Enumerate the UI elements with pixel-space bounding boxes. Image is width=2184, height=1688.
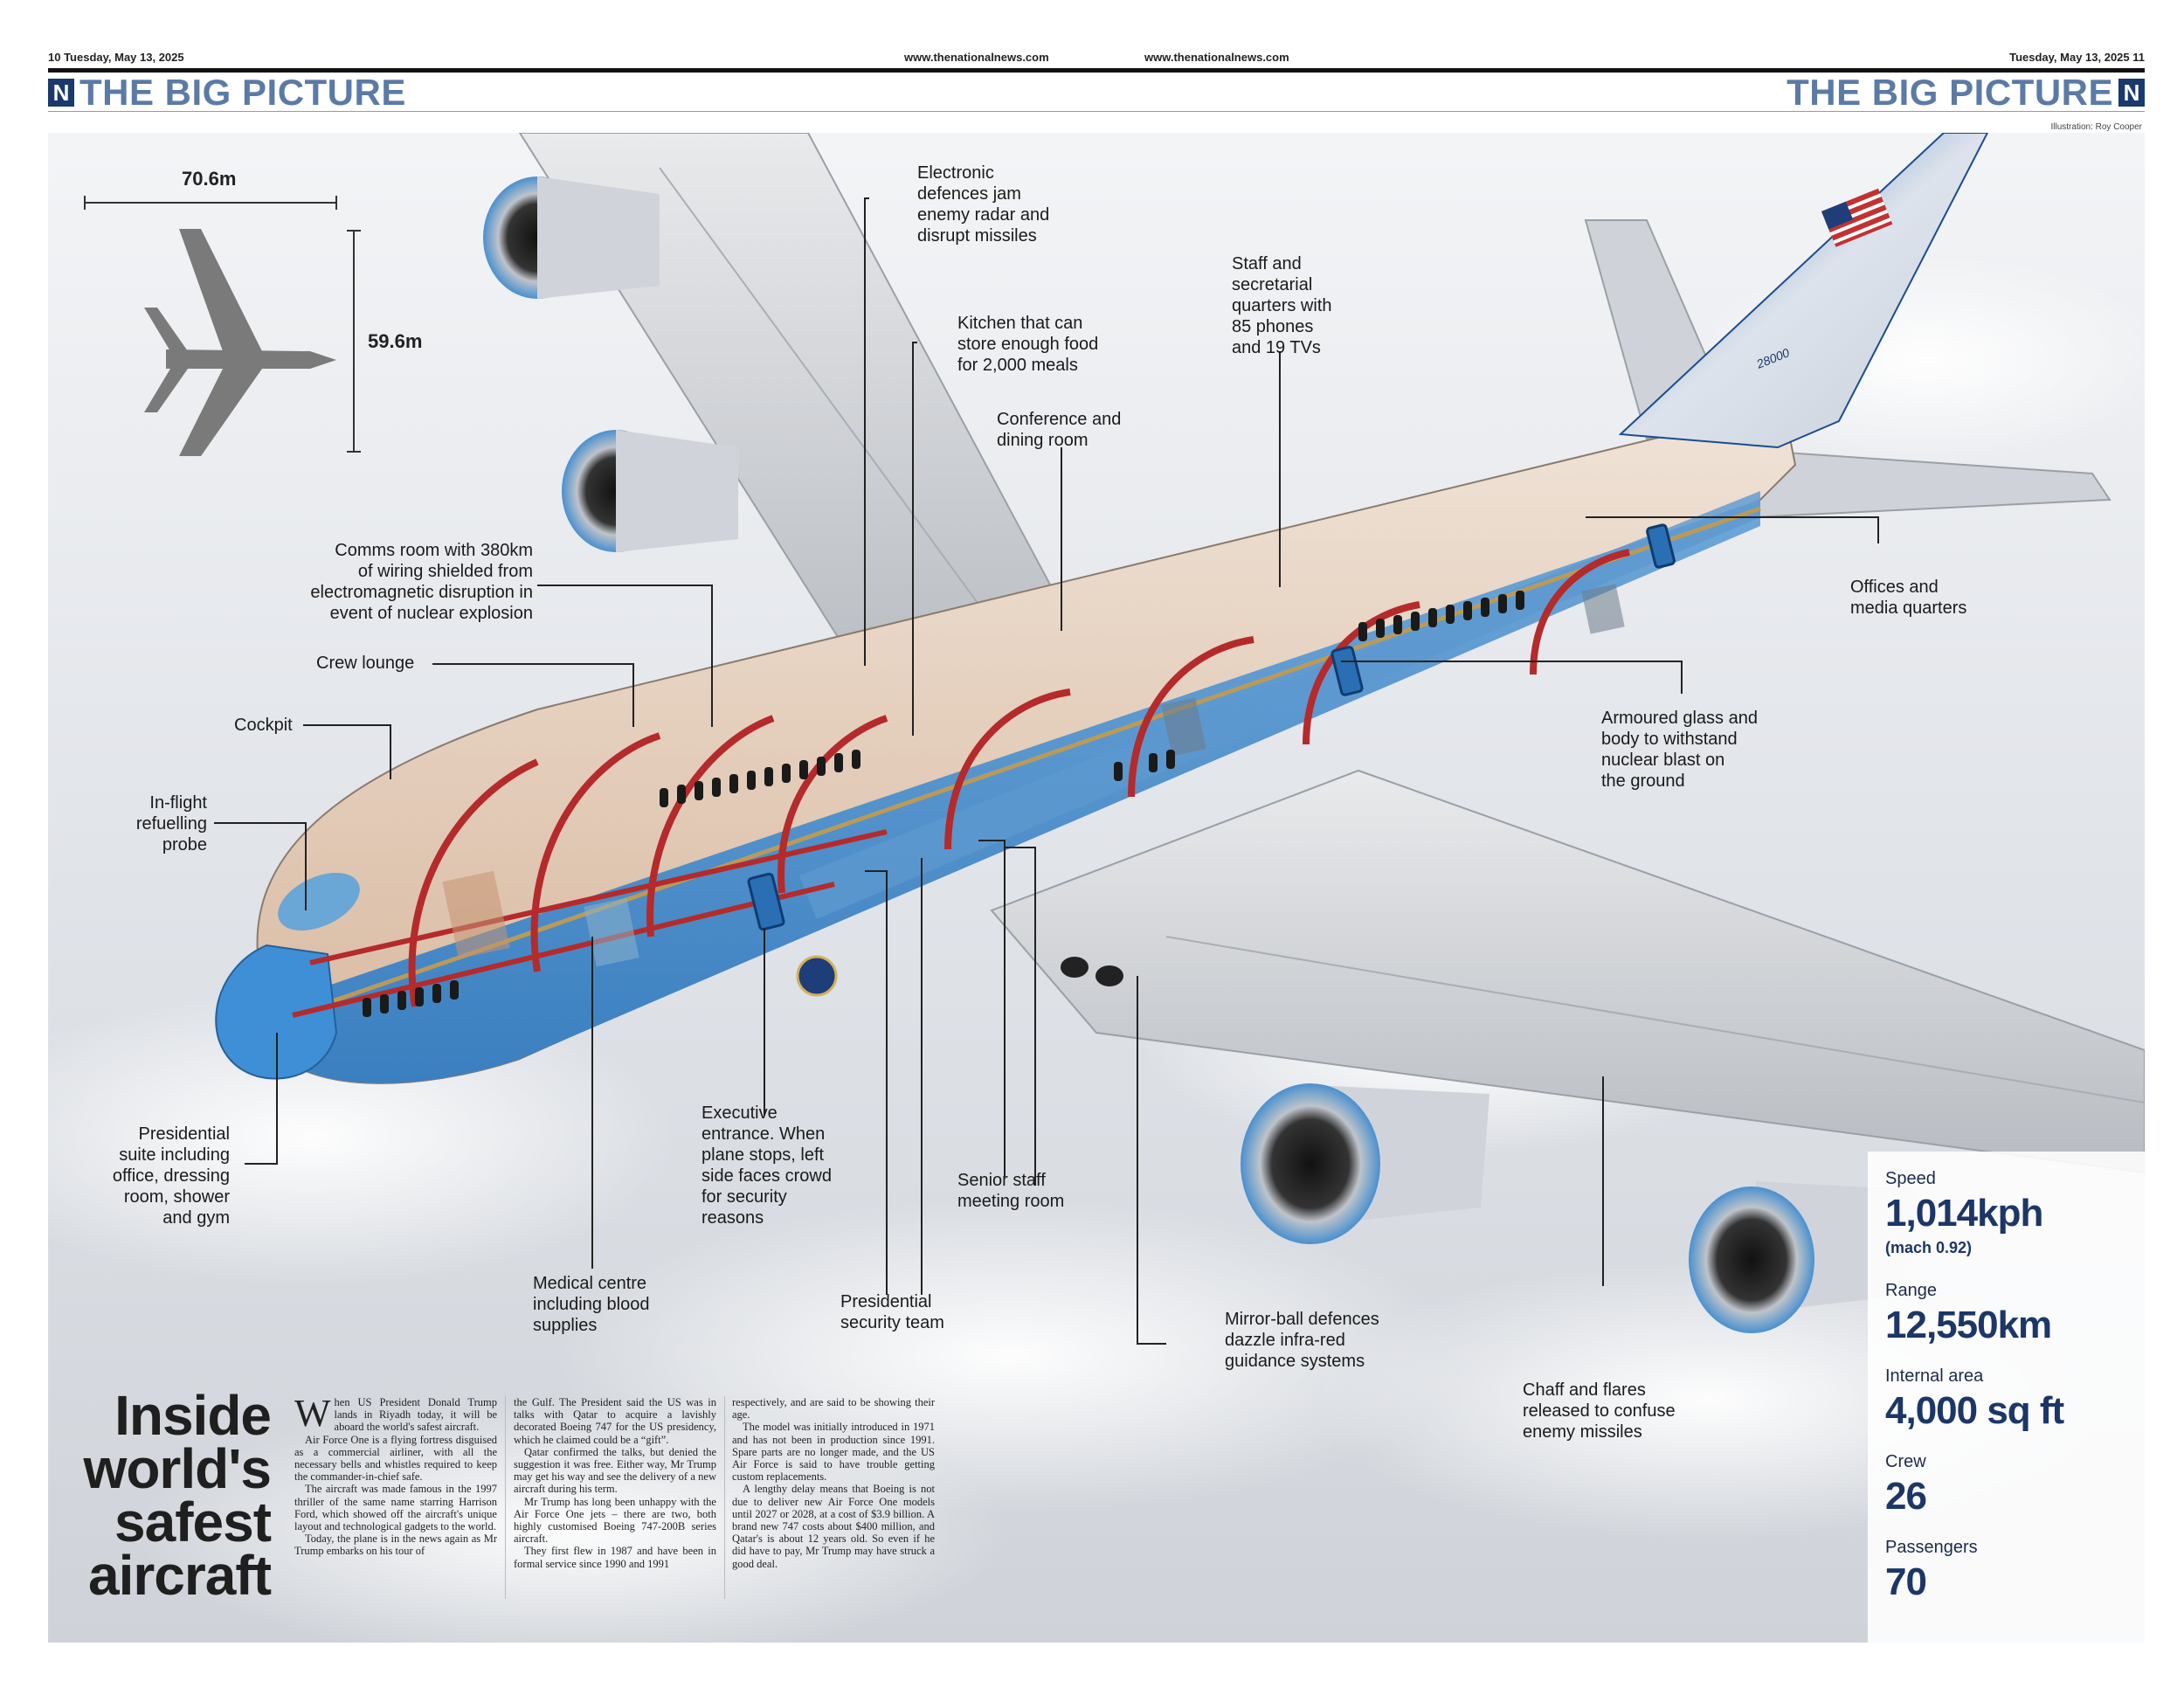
article-paragraph: Mr Trump has long been unhappy with the …	[514, 1495, 716, 1546]
national-logo-icon: N	[2118, 79, 2145, 107]
article-paragraph: Air Force One is a flying fortress disgu…	[294, 1433, 497, 1484]
column-divider	[505, 1396, 506, 1599]
article-paragraph: The model was initially introduced in 19…	[732, 1421, 935, 1484]
callout-crew-lounge: Crew lounge	[316, 654, 415, 673]
article-paragraph: The aircraft was made famous in the 1997…	[294, 1483, 497, 1533]
callout-senior-staff: Senior staff meeting room	[957, 1171, 1065, 1211]
stat-label-passengers: Passengers	[1885, 1538, 1978, 1557]
illustration-credit: Illustration: Roy Cooper	[2050, 122, 2143, 132]
aircraft-cutaway-graphic	[48, 133, 2145, 1643]
article-paragraph: Qatar confirmed the talks, but denied th…	[514, 1445, 716, 1496]
header-rule	[48, 68, 2145, 73]
callout-presidential-suite: Presidential suite including office, dre…	[112, 1124, 230, 1228]
callout-refuelling-probe: In-flight refuelling probe	[135, 793, 207, 854]
article-paragraph: respectively, and are said to be showing…	[732, 1396, 935, 1422]
callout-chaff-flares: Chaff and flares released to confuse ene…	[1523, 1380, 1676, 1442]
article-column-3: respectively, and are said to be showing…	[732, 1396, 935, 1570]
stat-value-speed: 1,014kph	[1885, 1192, 2043, 1235]
article-paragraph: They first flew in 1987 and have been in…	[514, 1545, 716, 1570]
height-dimension: 59.6m	[368, 330, 423, 352]
length-dimension: 70.6m	[182, 168, 237, 190]
section-title-left: THE BIG PICTURE	[79, 72, 406, 113]
section-header-right: THE BIG PICTURE N	[1787, 72, 2145, 113]
stat-label-crew: Crew	[1885, 1452, 1926, 1471]
article-column-2: the Gulf. The President said the US was …	[514, 1396, 716, 1570]
article-paragraph: Today, the plane is in the news again as…	[294, 1532, 497, 1558]
right-folio: Tuesday, May 13, 2025 11	[2009, 51, 2145, 64]
article-dropcap: W	[294, 1392, 331, 1435]
stat-value-area: 4,000 sq ft	[1885, 1389, 2064, 1432]
stat-label-speed: Speed	[1885, 1169, 1936, 1188]
callout-offices-media: Offices and media quarters	[1850, 578, 1967, 618]
callout-security-team: Presidential security team	[840, 1292, 944, 1332]
center-url-right[interactable]: www.thenationalnews.com	[1144, 51, 1289, 64]
stat-sub-speed: (mach 0.92)	[1885, 1239, 1973, 1256]
callout-armoured-glass: Armoured glass and body to withstand nuc…	[1601, 709, 1758, 791]
article-column-1: W hen US President Donald Trump lands in…	[294, 1392, 497, 1558]
article-paragraph: A lengthy delay means that Boeing is not…	[732, 1483, 935, 1570]
article-paragraph: the Gulf. The President said the US was …	[514, 1396, 716, 1446]
section-header-left: N THE BIG PICTURE	[48, 72, 406, 113]
stats-panel: Speed 1,014kph (mach 0.92) Range 12,550k…	[1868, 1152, 2145, 1643]
header-underline	[48, 111, 2145, 112]
column-divider	[724, 1396, 725, 1599]
engine-lower-1	[1241, 1083, 1489, 1244]
callout-medical-centre: Medical centre including blood supplies	[533, 1274, 650, 1335]
callout-cockpit: Cockpit	[234, 716, 293, 735]
article-headline: Inside world's safest aircraft	[83, 1384, 272, 1607]
stat-value-range: 12,550km	[1885, 1304, 2052, 1346]
stat-label-range: Range	[1885, 1281, 1937, 1300]
aircraft-illustration: 70.6m 59.6m 28000 Electronic defences ja…	[48, 133, 2145, 1643]
section-title-right: THE BIG PICTURE	[1787, 72, 2113, 113]
callout-mirror-ball: Mirror-ball defences dazzle infra-red gu…	[1225, 1310, 1379, 1371]
article-paragraph: hen US President Donald Trump lands in R…	[334, 1396, 497, 1434]
engine-upper-2	[562, 430, 738, 552]
stat-value-passengers: 70	[1885, 1560, 1927, 1603]
callout-staff-quarters: Staff and secretarial quarters with 85 p…	[1232, 254, 1332, 357]
plane-silhouette-icon	[144, 229, 336, 456]
callout-electronic-defences: Electronic defences jam enemy radar and …	[917, 163, 1050, 246]
stat-label-area: Internal area	[1885, 1366, 1984, 1386]
engine-upper-1	[483, 176, 660, 299]
callout-kitchen: Kitchen that can store enough food for 2…	[957, 314, 1099, 375]
callout-conference: Conference and dining room	[997, 410, 1122, 450]
callout-comms-room: Comms room with 380km of wiring shielded…	[310, 541, 533, 623]
stat-value-crew: 26	[1885, 1475, 1927, 1518]
center-url-left[interactable]: www.thenationalnews.com	[904, 51, 1049, 64]
left-folio: 10 Tuesday, May 13, 2025	[48, 51, 184, 64]
national-logo-icon: N	[48, 79, 74, 107]
callout-executive-entrance: Executive entrance. When plane stops, le…	[702, 1103, 832, 1228]
